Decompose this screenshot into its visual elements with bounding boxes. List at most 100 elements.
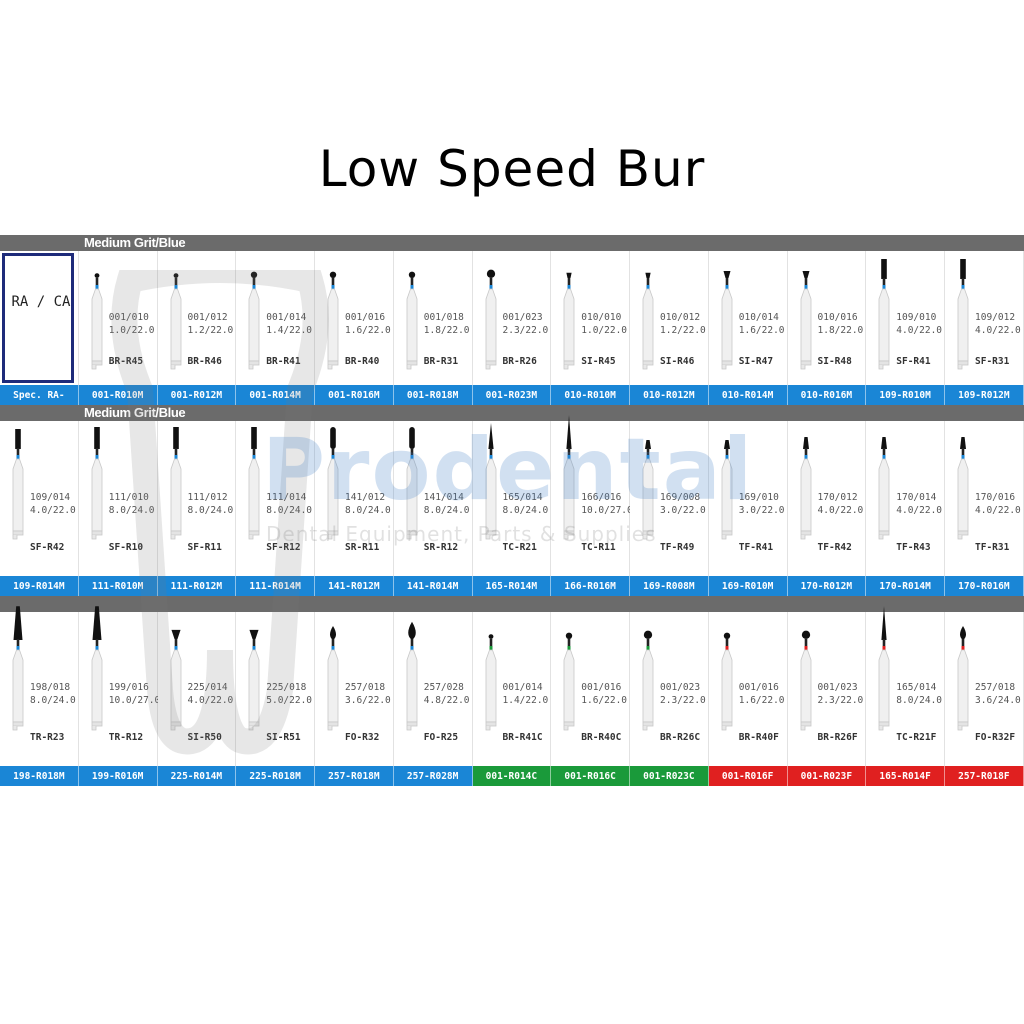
bur-name: BR-R40C (581, 732, 622, 744)
bur-size: 001/012 1.2/22.0 (187, 312, 234, 337)
bur-code: 198-R018M (0, 766, 79, 786)
bur-name: SF-R12 (266, 541, 301, 553)
bur-name: FO-R32F (975, 732, 1016, 744)
bur-size: 257/018 3.6/24.0 (975, 682, 1021, 707)
bur-name: BR-R40 (345, 355, 380, 367)
bur-name: SR-R12 (423, 541, 459, 553)
bur-longcyl-icon (170, 427, 181, 540)
bur-longcyl-icon (248, 427, 260, 540)
bur-size: 109/012 4.0/22.0 (975, 312, 1021, 337)
bur-code: 010-R012M (630, 385, 709, 405)
bur-ball-icon (721, 632, 733, 731)
bur-size: 001/016 1.6/22.0 (581, 682, 628, 707)
bur-name: SI-R51 (266, 732, 301, 744)
bur-ball-icon (800, 630, 811, 731)
spec-cell: RA / CA (0, 251, 79, 385)
bur-size: 001/010 1.0/22.0 (108, 312, 155, 337)
bur-flame-icon (327, 626, 339, 731)
bur-name: SI-R45 (581, 355, 616, 367)
bur-size: 010/016 1.8/22.0 (817, 312, 864, 337)
bur-cyl-icon (957, 259, 969, 370)
bur-name: TF-R49 (660, 541, 695, 553)
bur-size: 001/023 2.3/22.0 (660, 682, 706, 707)
bur-name: TF-R43 (896, 541, 931, 553)
bur-code: 141-R012M (315, 576, 394, 596)
bur-name: FO-R32 (345, 732, 380, 744)
spec-code: Spec. RA- (0, 385, 79, 405)
grit-header-strip: Medium Grit/Blue (0, 405, 1024, 421)
bur-code: 111-R012M (157, 576, 237, 596)
bur-needle-icon (485, 423, 496, 540)
bur-roundcyl-icon (327, 427, 339, 540)
bur-size: 225/018 5.0/22.0 (266, 682, 313, 707)
bur-code: 010-R016M (787, 385, 867, 405)
bur-name: TF-R31 (975, 541, 1010, 553)
bur-name: SI-R50 (187, 732, 222, 744)
bur-code: 257-R018F (945, 766, 1024, 786)
bur-code: 170-R016M (945, 576, 1024, 596)
bur-taper-icon (642, 440, 654, 540)
bur-code: 001-R012M (157, 385, 237, 405)
bur-code: 109-R012M (945, 385, 1024, 405)
bur-size: 170/014 4.0/22.0 (896, 491, 943, 516)
bur-invcone-icon (170, 629, 181, 731)
bur-size: 010/012 1.2/22.0 (660, 312, 706, 337)
bur-size: 109/014 4.0/22.0 (30, 491, 76, 516)
grit-header-strip: Medium Grit/Blue (0, 235, 1024, 251)
bur-size: 165/014 8.0/24.0 (502, 491, 549, 516)
bur-size: 198/018 8.0/24.0 (30, 682, 76, 707)
bur-bigtaper-icon (12, 606, 24, 731)
bur-code: 166-R016M (551, 576, 630, 596)
bur-code: 111-R010M (78, 576, 158, 596)
bur-name: BR-R41 (266, 355, 301, 367)
bur-code: 141-R014M (393, 576, 473, 596)
bur-code: 170-R014M (866, 576, 945, 596)
bur-ball-icon (170, 273, 181, 370)
bur-code: 001-R016F (708, 766, 788, 786)
bur-taper-icon (721, 440, 733, 540)
bur-name: TR-R23 (30, 732, 65, 744)
page-title: Low Speed Bur (318, 140, 706, 198)
